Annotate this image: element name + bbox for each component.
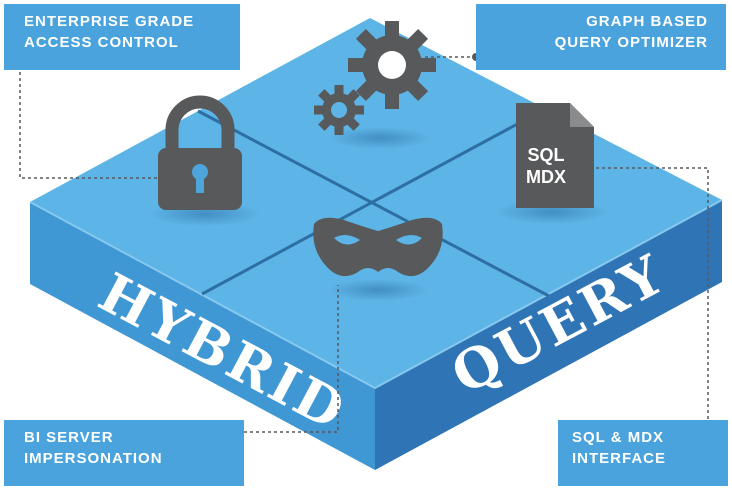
callout-line: IMPERSONATION (24, 450, 163, 467)
gears-icon (314, 21, 436, 135)
callout-line: ACCESS CONTROL (24, 34, 179, 51)
callout-impersonation: BI SERVER IMPERSONATION (4, 420, 244, 486)
callout-line: GRAPH BASED (586, 13, 708, 30)
platform-left-face (30, 202, 375, 470)
mask-icon (313, 217, 443, 277)
document-line-sql: SQL (527, 145, 564, 165)
quadrant-divider (201, 106, 548, 296)
callout-interface: SQL & MDX INTERFACE (558, 420, 728, 486)
document-icon: SQL MDX (516, 103, 594, 208)
platform-right-face (375, 200, 722, 470)
document-line-mdx: MDX (526, 167, 566, 187)
lock-icon (158, 95, 242, 210)
quadrant-divider (197, 109, 550, 298)
callout-line: QUERY OPTIMIZER (554, 34, 708, 51)
callout-line: ENTERPRISE GRADE (24, 13, 195, 30)
callout-query-optimizer: GRAPH BASED QUERY OPTIMIZER (476, 4, 726, 70)
platform-top-face (30, 18, 722, 388)
callout-line: SQL & MDX (572, 429, 665, 446)
callout-access-control: ENTERPRISE GRADE ACCESS CONTROL (4, 4, 240, 70)
callout-line: INTERFACE (572, 450, 667, 467)
callout-line: BI SERVER (24, 429, 114, 446)
connector-lines (19, 56, 709, 433)
